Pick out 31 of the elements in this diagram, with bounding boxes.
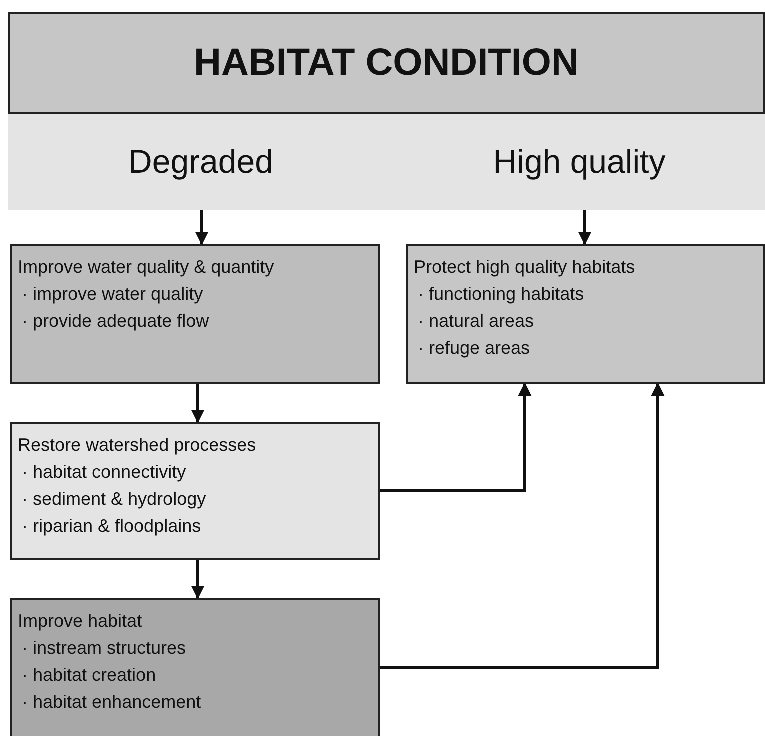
action-box [10, 598, 380, 736]
category-box [394, 112, 765, 210]
action-box [10, 244, 380, 384]
bullet-item: · functioning habitats [417, 283, 586, 306]
category-label: Degraded [128, 143, 274, 181]
bullet-item: · habitat creation [21, 664, 158, 687]
category-label: High quality [493, 143, 666, 181]
arrow [191, 384, 205, 424]
bullet-item: · sediment & hydrology [21, 488, 208, 511]
arrow [380, 382, 665, 670]
action-box [10, 422, 380, 560]
box-heading: Restore watershed processes [18, 434, 258, 457]
bullet-item: · riparian & floodplains [21, 515, 202, 538]
arrow [380, 382, 532, 492]
bullet-item: · natural areas [417, 310, 536, 333]
bullet-item: · instream structures [21, 637, 188, 660]
category-box [8, 112, 396, 210]
bullet-item: · habitat connectivity [21, 461, 188, 484]
box-heading: Improve water quality & quantity [18, 256, 276, 279]
arrow [578, 210, 592, 246]
bullet-item: · refuge areas [417, 337, 532, 360]
bullet-item: · habitat enhancement [21, 691, 202, 714]
bullet-item: · improve water quality [21, 283, 204, 306]
box-heading: Improve habitat [18, 610, 144, 633]
bullet-item: · provide adequate flow [21, 310, 210, 333]
header-panel [8, 12, 765, 210]
action-box [406, 244, 765, 384]
arrow [191, 560, 205, 600]
arrow [195, 210, 209, 246]
box-heading: Protect high quality habitats [414, 256, 636, 279]
diagram-heading: HABITAT CONDITION [194, 42, 579, 84]
